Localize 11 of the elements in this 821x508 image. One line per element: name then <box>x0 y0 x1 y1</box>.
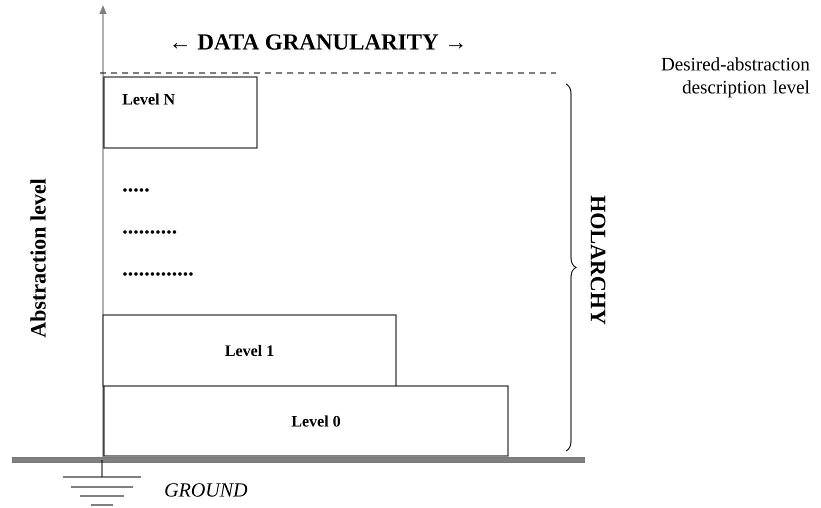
ground-label: GROUND <box>165 483 248 497</box>
axis-title: ← DATA GRANULARITY → <box>173 34 463 50</box>
brace-label: HOLARCHY <box>590 196 606 324</box>
ellipsis-dots: .......... <box>123 230 176 234</box>
ellipsis-dots: ..... <box>123 188 149 192</box>
level-box: Level 1 <box>102 314 396 386</box>
axis-title: Abstraction level <box>30 178 46 338</box>
level-box: Level N <box>104 76 258 148</box>
annotation-text: Desired-abstraction description level <box>662 57 810 98</box>
ellipsis-dots: ............. <box>123 272 193 276</box>
level-box: Level 0 <box>104 385 508 456</box>
